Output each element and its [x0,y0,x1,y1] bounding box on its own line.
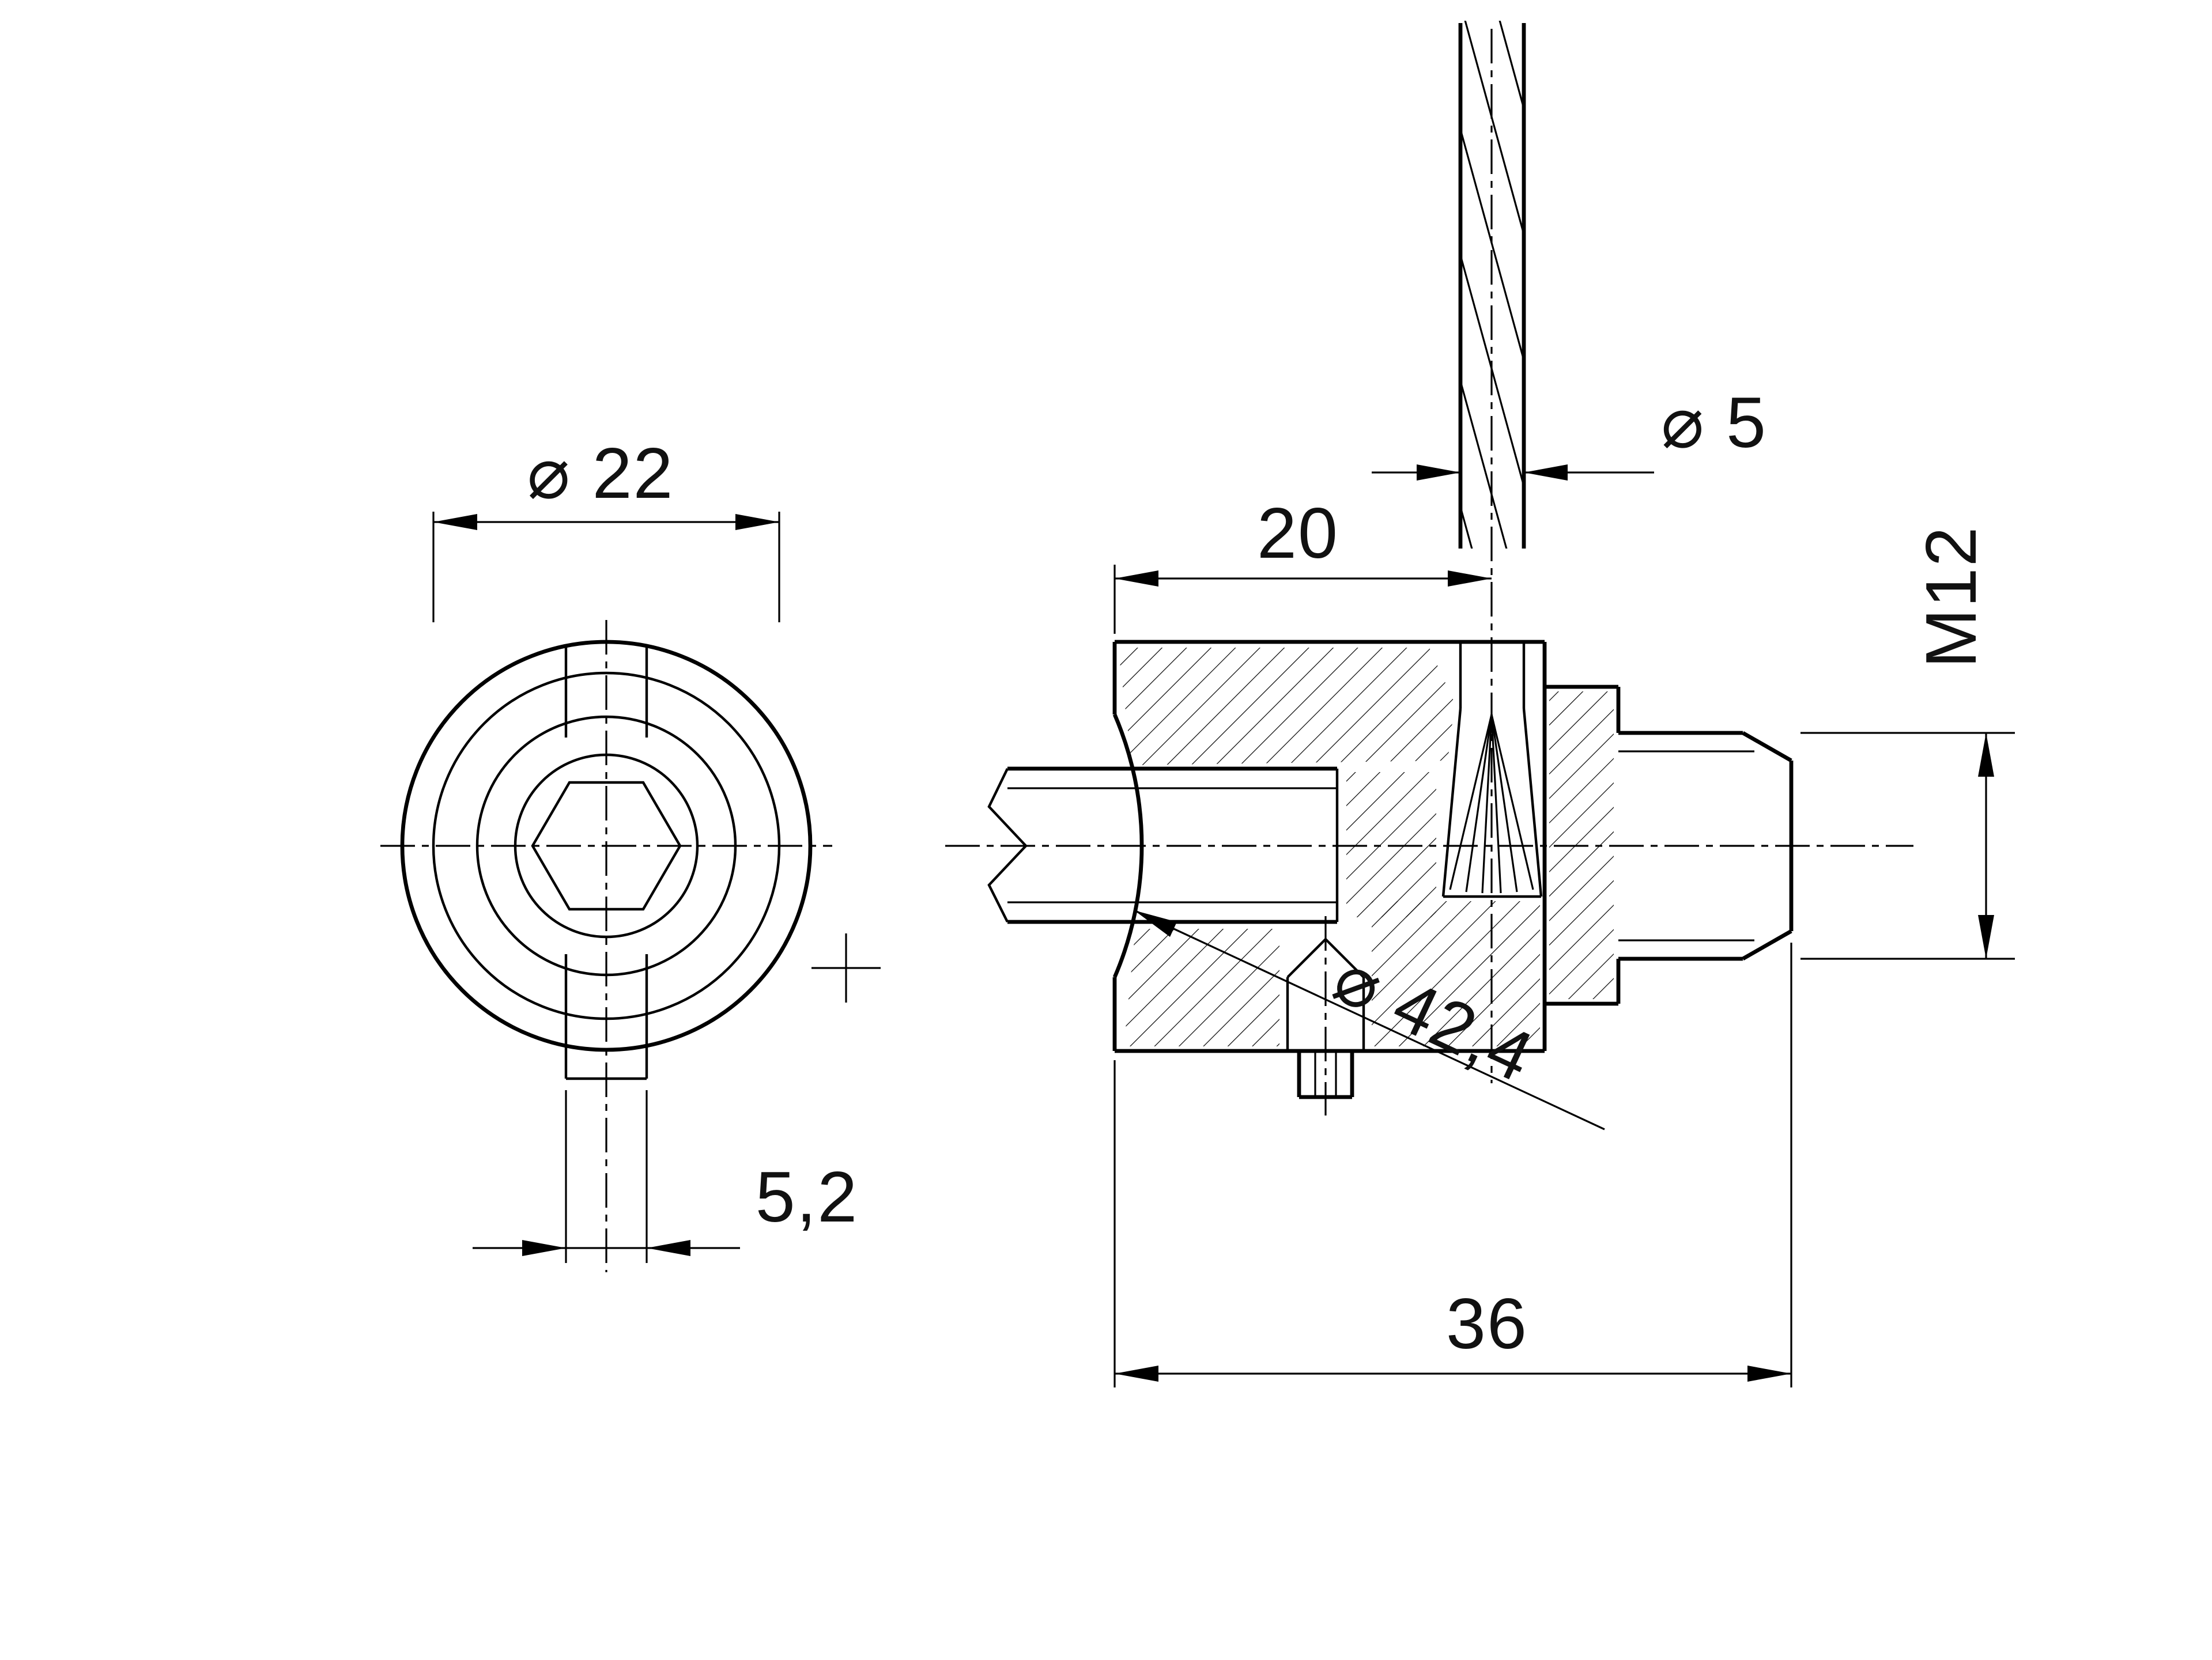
arrowhead [735,514,779,530]
boss-length-label: 20 [1257,494,1339,573]
front-diameter-label: ⌀ 22 [527,434,674,513]
arrowhead [1448,570,1492,587]
slot-width-label: 5,2 [756,1158,858,1237]
cable-bore [1441,642,1543,898]
m12-thread-stud [1618,731,1794,961]
dimension-boss-length: 20 [1113,494,1492,634]
tube-axis-cross [811,933,881,1003]
dimension-thread-size: M12 [1800,525,2015,960]
front-socket-circle [514,753,699,939]
set-screw [1286,938,1365,1099]
dimension-slot-width: 5,2 [473,1090,858,1263]
cable-diameter-label: ⌀ 5 [1661,383,1767,463]
section-hatch [1118,648,1614,1046]
dimension-cable-diameter: ⌀ 5 [1372,383,1767,481]
arrowhead [647,1240,690,1256]
hex-socket [531,781,682,911]
front-boss-circle [475,715,737,977]
break-line [987,768,1028,922]
thread-size-label: M12 [1912,525,1991,668]
wire-rope [1458,21,1526,549]
rope-strands [1462,21,1523,549]
front-view [380,620,832,1272]
arrowhead [1747,1366,1791,1382]
front-diameter22-circle [432,671,781,1020]
front-slot [564,645,648,1080]
mounting-stud [987,766,1339,924]
overall-length-label: 36 [1446,1284,1528,1364]
terminal-body [1112,640,1794,1053]
arrowhead [1417,464,1460,481]
arrowhead [1115,1366,1158,1382]
arrowhead [1134,910,1177,937]
dimension-front-diameter: ⌀ 22 [432,434,780,622]
arrowhead [522,1240,566,1256]
splayed-strands [1449,714,1534,894]
arrowhead [1978,915,1994,959]
arrowhead [1115,570,1158,587]
arrowhead [433,514,477,530]
side-view [811,21,1913,1116]
front-outer-circle [400,640,813,1052]
arrowhead [1978,733,1994,777]
dimension-overall-length: 36 [1113,943,1792,1387]
arrowhead [1524,464,1568,481]
tube-saddle-arc [1112,713,1144,978]
